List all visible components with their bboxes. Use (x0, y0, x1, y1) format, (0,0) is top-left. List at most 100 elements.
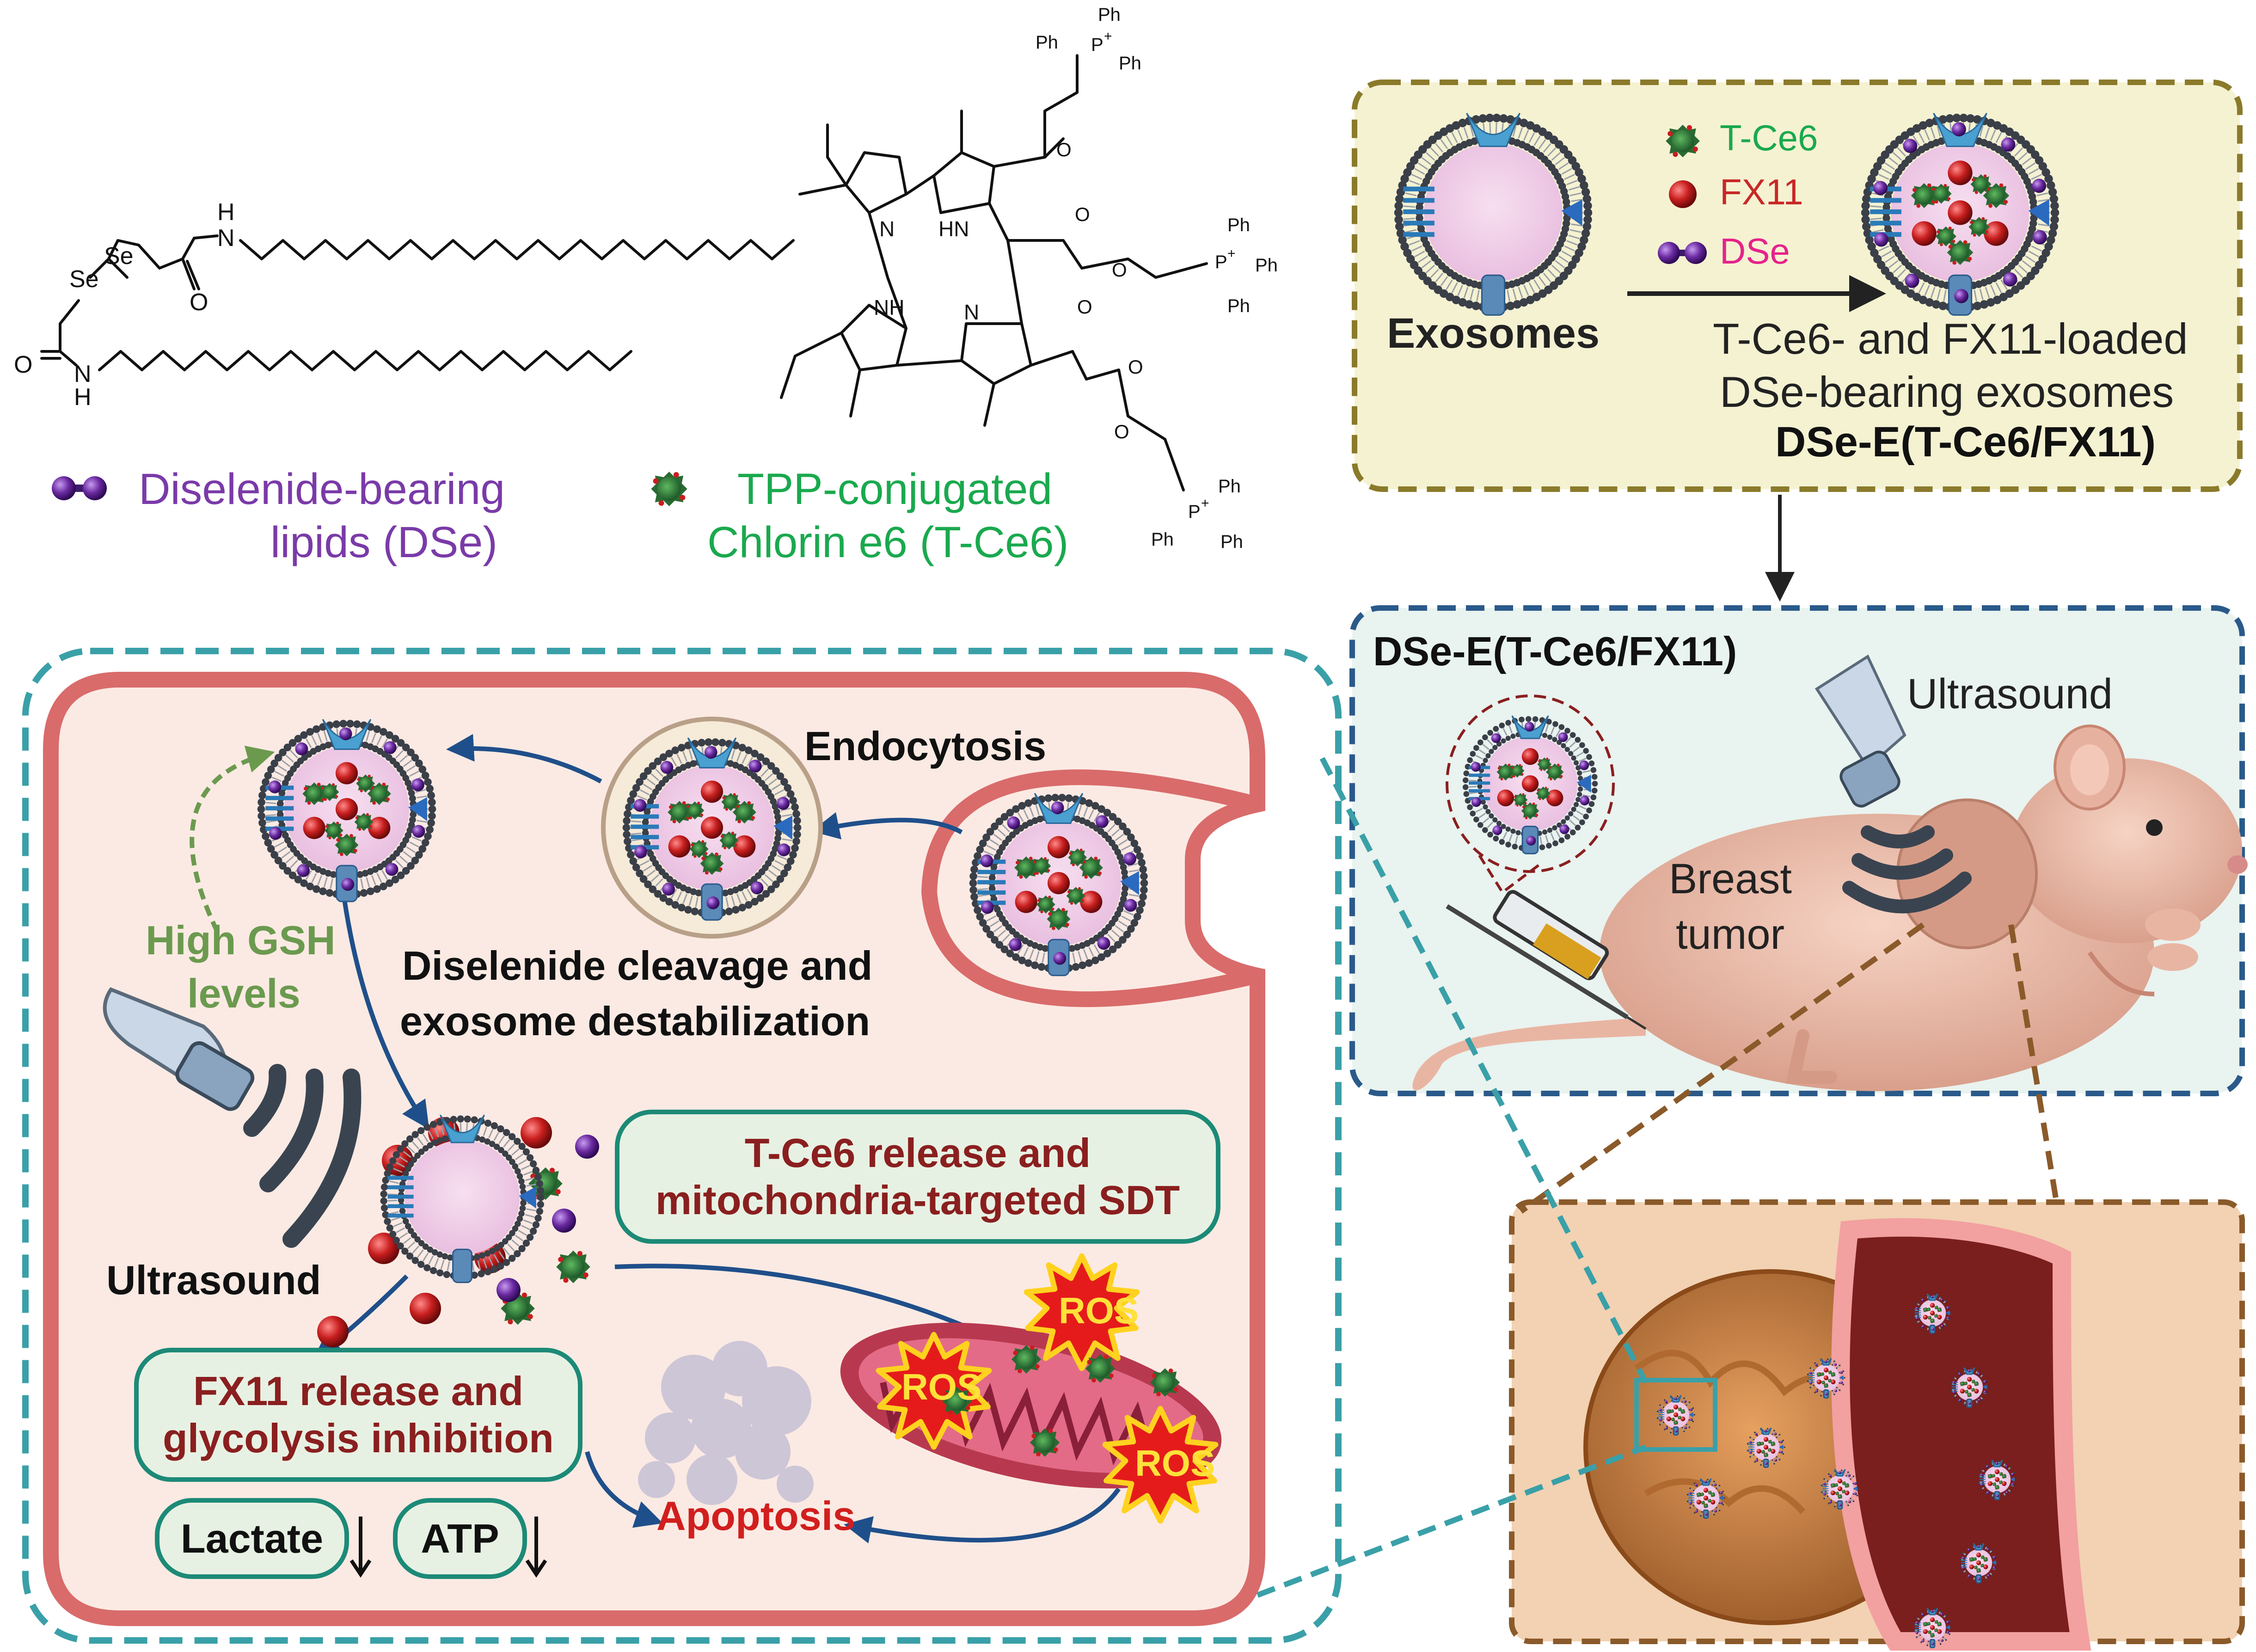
exosome-dashed-halo (1446, 694, 1615, 873)
tpp1-p: P (1091, 35, 1103, 55)
tpp3-ph2: Ph (1151, 529, 1174, 550)
dse-legend-icon (52, 476, 107, 500)
legend-dse-label: DSe (1720, 231, 1790, 271)
tumor-label: tumor (1676, 911, 1785, 958)
ros-label-3: ROS (1135, 1443, 1215, 1484)
tce6-atom-n2: N (964, 300, 980, 324)
tce6-release-line1: T-Ce6 release and (744, 1130, 1091, 1176)
legend-tce6-icon (1666, 124, 1700, 158)
exosome-mini-8 (1913, 1608, 1952, 1648)
fx11-release-line2: glycolysis inhibition (163, 1415, 554, 1461)
tpp2-ph2: Ph (1255, 255, 1278, 276)
tce6-atom-hn: HN (938, 217, 969, 241)
decrease-arrows (349, 1517, 547, 1578)
tpp1-plus: + (1104, 29, 1112, 44)
exosome-mini-7 (1959, 1543, 1998, 1584)
mouse-ultrasound-label: Ultrasound (1907, 670, 2113, 718)
lactate-box: Lactate (155, 1498, 349, 1579)
tce6-ester-o4: O (1077, 296, 1092, 318)
apoptosis-label: Apoptosis (656, 1493, 856, 1539)
tpp1-ph3: Ph (1119, 53, 1141, 74)
tce6-ester-o5: O (1128, 356, 1143, 378)
tpp1-ph2: Ph (1036, 32, 1058, 53)
exosome-mini-6 (1978, 1460, 2017, 1500)
fx11-release-box: FX11 release and glycolysis inhibition (134, 1348, 582, 1482)
cleavage-line1: Diselenide cleavage and (402, 943, 873, 989)
exosome-mini-9 (1821, 1469, 1859, 1510)
exosome-mini-1 (1747, 1427, 1785, 1468)
tce6-atom-nh: NH (874, 295, 905, 319)
legend-fx11-label: FX11 (1720, 172, 1803, 212)
exosome-injected (1462, 715, 1598, 854)
tpp1-ph1: Ph (1098, 5, 1121, 25)
breast-label: Breast (1669, 855, 1792, 903)
legend-dse-icon (1658, 242, 1707, 264)
ros-label-2: ROS (901, 1366, 982, 1407)
dse-label-line1: Diselenide-bearing (139, 465, 505, 514)
apoptotic-debris (638, 1341, 814, 1505)
legend-fx11-icon (1669, 180, 1697, 208)
tpp2-p: P (1215, 252, 1227, 272)
cleavage-line2: exosome destabilization (400, 998, 871, 1044)
dse-label-line2: lipids (DSe) (270, 518, 497, 567)
exosome-mini-3 (1807, 1358, 1845, 1399)
zoom-connectors (1256, 757, 2060, 1598)
product-line1: T-Ce6- and FX11-loaded (1713, 314, 2188, 363)
exosome-plain (1394, 112, 1593, 316)
ultrasound-probe-mouse (1815, 654, 1972, 914)
dse-atom-se1: Se (69, 266, 99, 293)
tce6-label-line1: TPP-conjugated (737, 465, 1053, 514)
gsh-label-line2: levels (187, 970, 300, 1016)
exosome-mini-0 (1656, 1395, 1695, 1436)
tpp2-plus: + (1227, 246, 1236, 261)
atp-label: ATP (421, 1515, 499, 1561)
dse-atom-n2: N (74, 361, 92, 387)
lactate-label: Lactate (180, 1515, 324, 1561)
tpp3-ph3: Ph (1220, 532, 1243, 552)
dse-atom-o2: O (14, 351, 33, 378)
endocytosis-label: Endocytosis (804, 723, 1047, 769)
tpp3-p: P (1188, 502, 1201, 522)
tumor-zoom-box (1634, 1378, 1717, 1452)
ros-label-1: ROS (1059, 1290, 1139, 1331)
mouse-illustration (1412, 725, 2248, 1091)
mouse-panel-title: DSe-E(T-Ce6/FX11) (1373, 628, 1737, 674)
tpp3-ph1: Ph (1218, 476, 1241, 497)
dse-skeleton (40, 234, 795, 371)
gsh-label-line1: High GSH (146, 917, 336, 963)
tce6-release-box: T-Ce6 release and mitochondria-targeted … (615, 1110, 1220, 1244)
cell-ultrasound-label: Ultrasound (106, 1257, 321, 1303)
tce6-legend-icon (651, 472, 687, 506)
tce6-ester-o1: O (1056, 139, 1072, 160)
tce6-ester-o6: O (1114, 421, 1129, 442)
tce6-ester-o3: O (1112, 259, 1127, 281)
exosome-mini-2 (1686, 1478, 1725, 1519)
tce6-release-line2: mitochondria-targeted SDT (655, 1177, 1180, 1223)
product-line2: DSe-bearing exosomes (1720, 368, 2174, 416)
product-name: DSe-E(T-Ce6/FX11) (1775, 418, 2156, 466)
fx11-release-line1: FX11 release and (193, 1368, 524, 1414)
exosome-mini-5 (1950, 1367, 1989, 1408)
tce6-label-line2: Chlorin e6 (T-Ce6) (707, 518, 1069, 567)
exosome-mini-4 (1913, 1293, 1952, 1334)
exosome-endocytosed (969, 792, 1148, 976)
tce6-ester-o2: O (1075, 203, 1090, 225)
tpp2-ph1: Ph (1227, 215, 1250, 235)
exosome-in-endosome (622, 737, 802, 921)
dse-atom-h1: H (217, 199, 235, 226)
dse-atom-h2: H (74, 384, 92, 411)
tce6-skeleton (780, 54, 1208, 491)
exosomes-label: Exosomes (1387, 310, 1600, 357)
tce6-atom-n1: N (879, 217, 895, 241)
gsh-feedback-arrow (190, 745, 275, 933)
blood-vessel (1831, 1218, 2091, 1651)
exosome-destabilizing (257, 719, 436, 903)
exosome-broken (380, 1114, 545, 1284)
dse-atom-o1: O (190, 289, 208, 316)
legend-tce6-label: T-Ce6 (1720, 117, 1818, 158)
exosome-loaded (1861, 112, 2060, 316)
atp-box: ATP (393, 1498, 527, 1579)
dse-atom-n1: N (217, 225, 235, 252)
dse-atom-se2: Se (104, 243, 134, 270)
